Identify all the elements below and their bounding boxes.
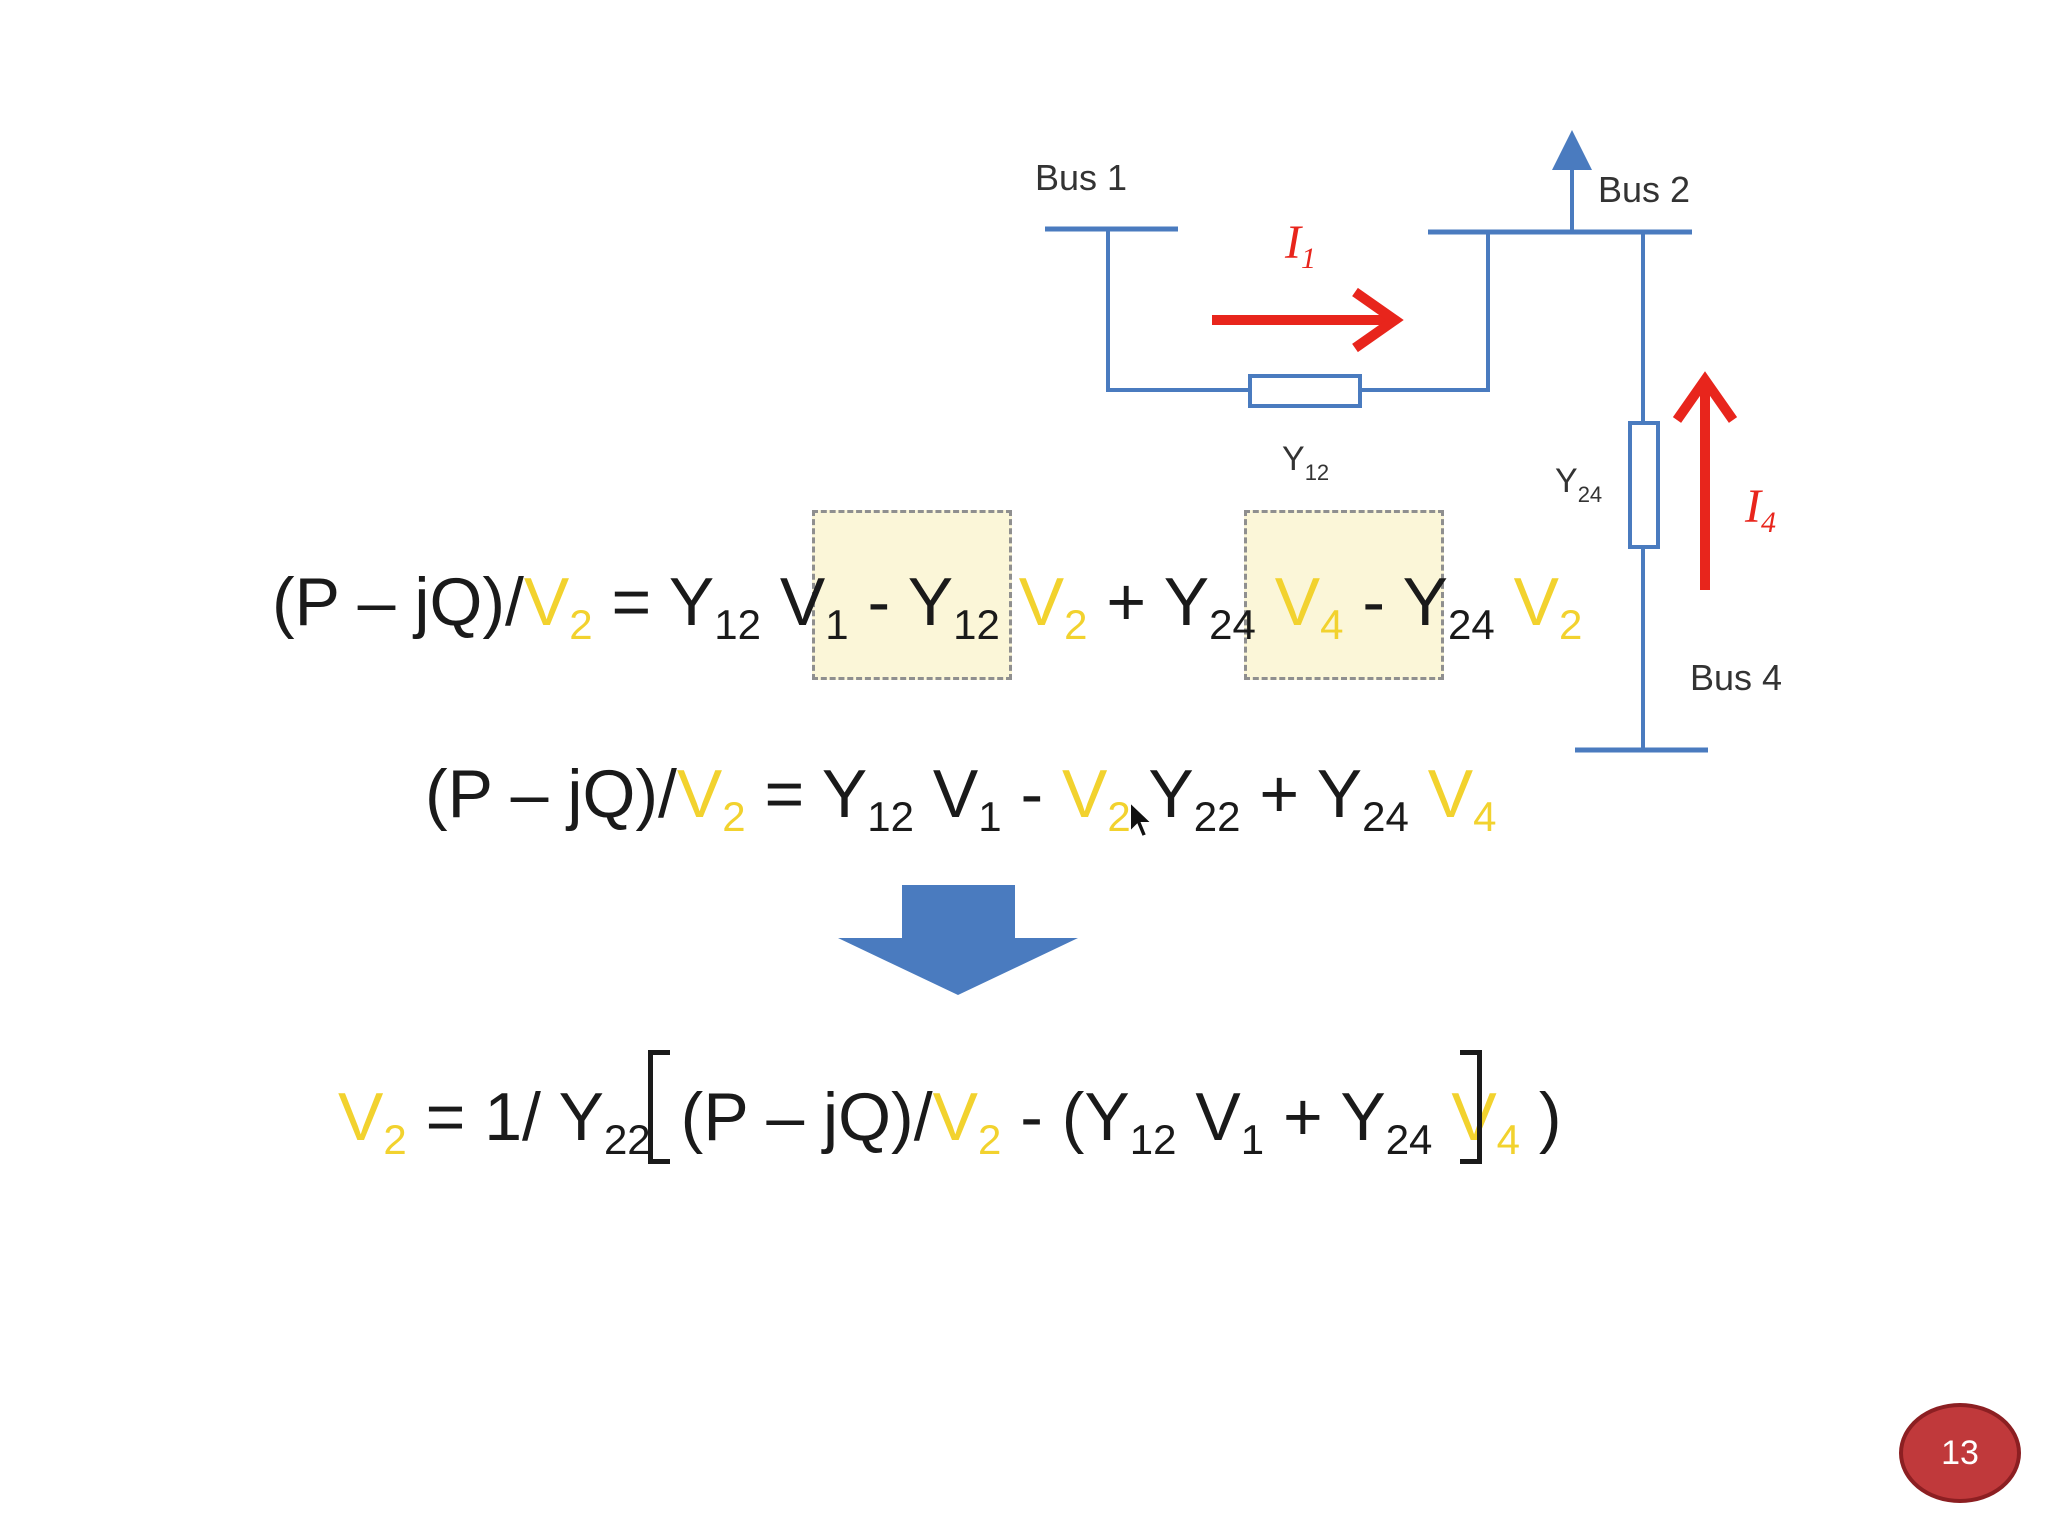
bus2-label: Bus 2	[1598, 169, 1690, 210]
down-arrow-icon	[838, 885, 1078, 995]
line-12-wire	[1106, 229, 1250, 392]
bus1-label: Bus 1	[1035, 157, 1127, 198]
current-i1-label: I1	[1284, 216, 1316, 275]
y24-impedance	[1628, 421, 1660, 549]
equation-2: (P – jQ)/V2 = Y12 V1 - V2 Y22 + Y24 V4	[425, 756, 1497, 840]
current-i4-arrow	[1672, 371, 1738, 590]
bus4-label: Bus 4	[1690, 657, 1782, 698]
current-i1-arrow	[1212, 287, 1404, 353]
y12-label: Y12	[1282, 440, 1329, 485]
left-bracket	[648, 1050, 670, 1164]
y12-impedance	[1248, 374, 1362, 408]
highlight-box-y12v2	[812, 510, 1012, 680]
current-i4-label: I4	[1744, 480, 1776, 539]
y24-label: Y24	[1555, 462, 1602, 507]
right-bracket	[1460, 1050, 1482, 1164]
equation-1: (P – jQ)/V2 = Y12 V1 - Y12 V2 + Y24 V4 -…	[272, 564, 1583, 648]
mouse-cursor-icon	[1129, 800, 1155, 839]
line-12-wire-right	[1360, 232, 1490, 392]
highlight-box-y24v2	[1244, 510, 1444, 680]
equation-3: V2 = 1/ Y22(P – jQ)/V2 - (Y12 V1 + Y24 V…	[338, 1079, 1562, 1163]
page-number-badge: 13	[1899, 1403, 2021, 1503]
